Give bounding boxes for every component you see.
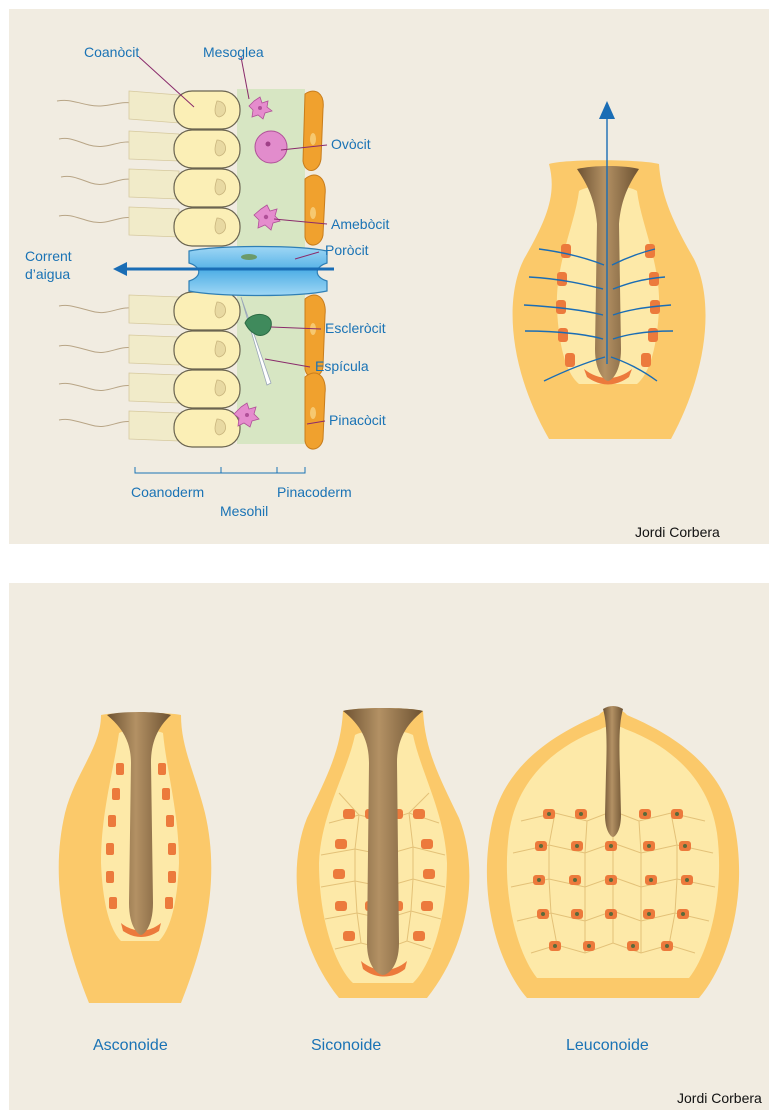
label-coanoderm: Coanoderm — [131, 484, 204, 500]
syconoid-flow-sponge — [513, 101, 706, 439]
collars — [129, 91, 179, 441]
credit-bottom: Jordi Corbera — [677, 1090, 762, 1106]
label-espicula: Espícula — [315, 358, 369, 374]
label-corrent-line1: Corrent — [25, 248, 72, 264]
label-ovocit: Ovòcit — [331, 136, 371, 152]
credit-top: Jordi Corbera — [635, 524, 720, 540]
label-corrent-line2: d’aigua — [25, 266, 70, 282]
label-coanocit: Coanòcit — [84, 44, 139, 60]
label-mesohil: Mesohil — [220, 503, 268, 519]
label-leuconoide: Leuconoide — [566, 1037, 649, 1054]
label-pinacocit: Pinacòcit — [329, 412, 386, 428]
water-current-arrowhead — [113, 262, 127, 276]
sponge-types-diagram: Asconoide Siconoide Leuconoide Jordi Cor… — [9, 583, 769, 1110]
label-sclerocit: Escleròcit — [325, 320, 386, 336]
label-amebocit: Amebòcit — [331, 216, 389, 232]
sponge-wall-diagram: Coanòcit Mesoglea Ovòcit Amebòcit Poròci… — [9, 9, 769, 544]
label-asconoide: Asconoide — [93, 1037, 168, 1054]
layer-brackets — [135, 467, 305, 473]
leuconoid-sponge — [487, 706, 739, 998]
oocyte — [255, 131, 287, 163]
label-siconoide: Siconoide — [311, 1037, 381, 1054]
syconoid-sponge — [297, 708, 470, 998]
bottom-panel: Asconoide Siconoide Leuconoide Jordi Cor… — [9, 583, 769, 1110]
label-porocit: Poròcit — [325, 242, 369, 258]
asconoid-sponge — [59, 712, 212, 1003]
porocyte — [189, 247, 327, 296]
top-panel: Coanòcit Mesoglea Ovòcit Amebòcit Poròci… — [9, 9, 769, 544]
label-pinacoderm: Pinacoderm — [277, 484, 352, 500]
label-mesoglea: Mesoglea — [203, 44, 264, 60]
